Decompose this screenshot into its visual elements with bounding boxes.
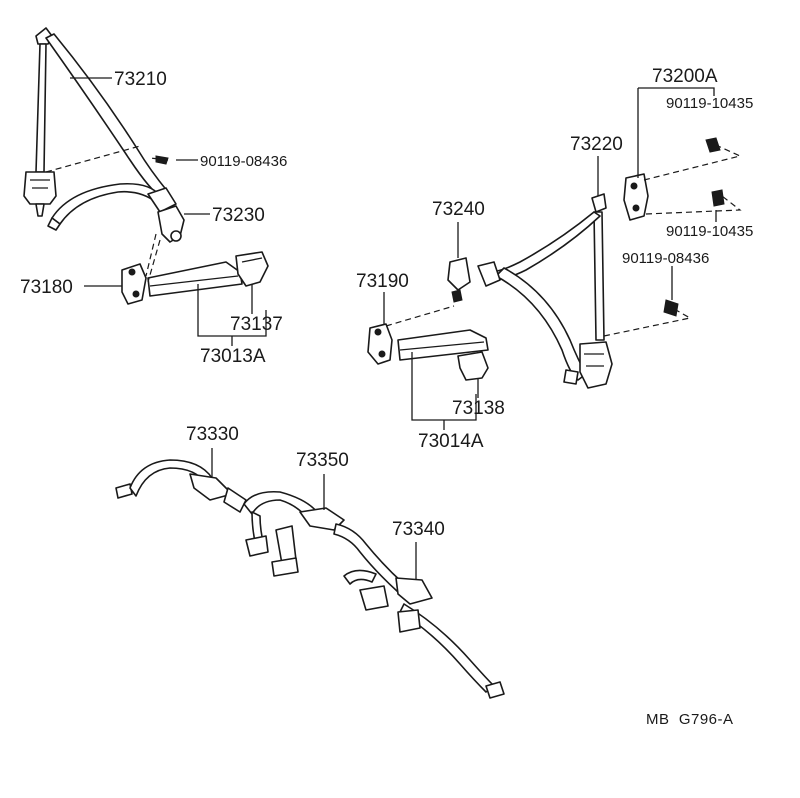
rear-belt-73330	[115, 459, 247, 513]
rear-belt-73340	[333, 523, 505, 699]
diagram-code: MB G796-A	[646, 711, 734, 728]
part-label-73013A: 73013A	[200, 346, 266, 367]
part-label-90119-08436-top: 90119-08436	[200, 153, 287, 170]
bolts-right	[663, 137, 725, 317]
part-label-73220: 73220	[570, 134, 623, 155]
part-73014A-rail	[397, 329, 489, 381]
part-label-73180: 73180	[20, 277, 73, 298]
right-front-belt-assembly	[477, 193, 613, 389]
part-label-90119-10435-b: 90119-10435	[666, 223, 753, 240]
part-label-73330: 73330	[186, 424, 239, 445]
part-label-73240: 73240	[432, 199, 485, 220]
leaders-left	[45, 77, 267, 346]
part-73180-anchor	[121, 263, 147, 305]
leaders-right	[383, 87, 742, 430]
part-label-90119-10435-a: 90119-10435	[666, 95, 753, 112]
part-label-73230: 73230	[212, 205, 265, 226]
part-label-73137: 73137	[230, 314, 283, 335]
part-73240-guide	[447, 257, 471, 303]
part-label-73210: 73210	[114, 69, 167, 90]
part-label-73200A: 73200A	[652, 66, 718, 87]
part-label-73014A: 73014A	[418, 431, 484, 452]
part-label-73340: 73340	[392, 519, 445, 540]
part-73200A-adjuster	[623, 173, 649, 221]
part-label-73138: 73138	[452, 398, 505, 419]
leaders-rear	[211, 448, 417, 580]
part-label-73190: 73190	[356, 271, 409, 292]
part-label-73350: 73350	[296, 450, 349, 471]
left-front-belt-assembly	[23, 27, 185, 243]
part-73190-anchor	[367, 323, 393, 365]
part-73013A-rail	[147, 251, 269, 297]
rear-belt-73350	[243, 490, 345, 577]
part-label-90119-08436-right: 90119-08436	[622, 250, 709, 267]
